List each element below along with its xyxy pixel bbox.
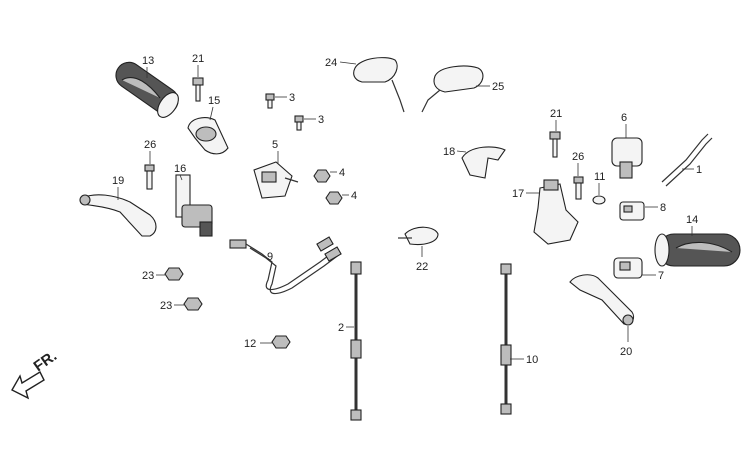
callout-23-a: 23 <box>142 270 154 282</box>
part-13-left-grip <box>115 61 179 118</box>
part-21-bolt-left <box>192 77 204 102</box>
part-1-wire <box>661 133 713 187</box>
callout-4-b: 4 <box>351 190 357 202</box>
callout-17: 17 <box>512 188 524 200</box>
part-23-nut-b <box>183 297 203 311</box>
callout-8: 8 <box>660 202 666 214</box>
callout-2: 2 <box>338 322 344 334</box>
part-16-switch <box>175 174 213 237</box>
callout-23-b: 23 <box>160 300 172 312</box>
part-14-right-grip <box>654 233 741 267</box>
part-3-screw-a <box>265 93 275 109</box>
callout-25: 25 <box>492 81 504 93</box>
part-5-switch-housing <box>253 161 299 199</box>
part-26-bolt-left <box>144 164 155 190</box>
part-3-screw-b <box>294 115 304 131</box>
callout-12: 12 <box>244 338 256 350</box>
part-2-cable <box>350 261 362 421</box>
part-26-bolt-right <box>573 176 584 200</box>
callout-13: 13 <box>142 55 154 67</box>
front-direction-label: FR. <box>31 347 61 375</box>
callout-26-right: 26 <box>572 151 584 163</box>
part-12-nut <box>271 335 291 349</box>
callout-11: 11 <box>594 171 605 183</box>
part-17-master-cylinder <box>533 179 579 245</box>
part-19-lever-left <box>79 194 157 237</box>
callout-6: 6 <box>621 112 627 124</box>
callout-3-b: 3 <box>318 114 324 126</box>
part-11-washer <box>592 195 606 205</box>
part-10-cable <box>500 263 512 415</box>
part-23-nut-a <box>164 267 184 281</box>
callout-5: 5 <box>272 139 278 151</box>
callout-24: 24 <box>325 57 337 69</box>
part-8-switch <box>619 201 645 221</box>
callout-22: 22 <box>416 261 428 273</box>
part-18-bracket <box>461 146 506 179</box>
callout-15: 15 <box>208 95 220 107</box>
callout-16: 16 <box>174 163 186 175</box>
part-22-clamp <box>398 226 439 246</box>
callout-19: 19 <box>112 175 124 187</box>
callout-1: 1 <box>696 164 702 176</box>
part-15-throttle-housing <box>187 117 229 155</box>
part-24-mirror-left <box>353 57 405 113</box>
front-direction-arrow-icon <box>11 371 45 400</box>
part-25-mirror-right <box>421 65 484 113</box>
part-4-nut-b <box>325 191 343 205</box>
part-20-lever-right <box>569 274 635 326</box>
callout-21-left: 21 <box>192 53 204 65</box>
part-6-switch <box>611 137 643 179</box>
callout-20: 20 <box>620 346 632 358</box>
part-9-wire-harness <box>229 236 342 295</box>
callout-21-right: 21 <box>550 108 562 120</box>
callout-26-left: 26 <box>144 139 156 151</box>
callout-4-a: 4 <box>339 167 345 179</box>
callout-9: 9 <box>267 251 273 263</box>
callout-3-a: 3 <box>289 92 295 104</box>
callout-7: 7 <box>658 270 664 282</box>
part-21-bolt-right <box>549 131 561 158</box>
callout-14: 14 <box>686 214 698 226</box>
callout-18: 18 <box>443 146 455 158</box>
part-7-switch <box>613 257 643 279</box>
part-4-nut-a <box>313 169 331 183</box>
callout-10: 10 <box>526 354 538 366</box>
